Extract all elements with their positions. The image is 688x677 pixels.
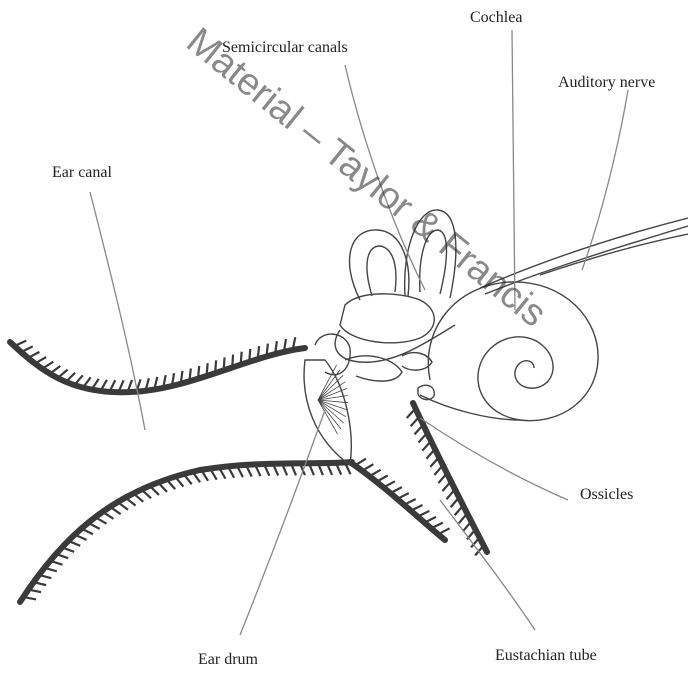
- hatch-mark: [35, 357, 46, 364]
- label-semicircular-canals: Semicircular canals: [222, 40, 348, 56]
- hatch-mark: [81, 529, 93, 535]
- hatch-mark: [266, 344, 267, 357]
- canal-loop-1-inner: [367, 246, 396, 296]
- label-ear-drum: Ear drum: [198, 652, 258, 668]
- ear-drum-line: [318, 375, 343, 400]
- hatch-mark: [198, 366, 199, 379]
- ossicle-stapes: [402, 353, 432, 370]
- hatch-mark: [418, 511, 430, 517]
- hatch-mark: [207, 363, 208, 376]
- hatch-mark: [50, 366, 60, 374]
- ossicle-incus: [345, 356, 402, 381]
- eustachian-tube-inner-wall: [413, 403, 487, 552]
- hatch-mark: [430, 457, 439, 467]
- ear-canal-lower-wall: [20, 462, 352, 602]
- hatch-mark: [404, 499, 416, 505]
- label-ear-canal: Ear canal: [52, 165, 112, 181]
- hatch-mark: [355, 459, 366, 466]
- hatch-mark: [224, 357, 225, 370]
- auditory-nerve-bundle-1: [480, 218, 688, 288]
- hatch-mark: [118, 502, 128, 510]
- eustachian-tube-wall: [350, 462, 445, 540]
- hatch-mark: [459, 513, 467, 523]
- hatch-mark: [75, 535, 87, 540]
- hatch-mark: [463, 521, 471, 531]
- hatch-mark: [438, 528, 450, 534]
- label-auditory-nerve: Auditory nerve: [558, 75, 655, 91]
- hatch-mark: [411, 417, 420, 427]
- canal-loop-3: [340, 294, 434, 343]
- hatch-mark: [455, 505, 463, 515]
- hatch-mark: [369, 470, 380, 476]
- auditory-nerve-bundle-3: [540, 234, 688, 275]
- hatch-mark: [442, 481, 450, 491]
- hatch-mark: [103, 512, 114, 519]
- hatch-mark: [451, 497, 459, 507]
- hatch-mark: [258, 346, 259, 359]
- hatch-mark: [397, 493, 409, 499]
- hatch-mark: [42, 362, 53, 369]
- leader-auditory-nerve: [582, 90, 628, 270]
- hatch-mark: [411, 505, 423, 511]
- label-cochlea: Cochlea: [470, 10, 522, 26]
- hatch-mark: [95, 517, 106, 524]
- hatch-mark: [407, 408, 416, 418]
- hatch-mark: [21, 346, 33, 352]
- hatch-mark: [189, 368, 190, 381]
- leader-lines: [90, 30, 628, 635]
- leader-semicircular-canals: [345, 65, 425, 290]
- hatch-mark: [431, 523, 443, 529]
- hatch-mark: [215, 360, 216, 373]
- hatch-mark: [390, 487, 402, 493]
- hatch-mark: [58, 370, 68, 378]
- hatch-mark: [14, 341, 26, 346]
- label-eustachian-tube: Eustachian tube: [495, 648, 597, 664]
- hatch-mark: [88, 523, 99, 529]
- canal-loop-1: [350, 230, 409, 300]
- hatch-mark: [232, 355, 233, 368]
- hatch-mark: [415, 425, 424, 435]
- hatch-mark: [422, 441, 431, 451]
- label-ossicles: Ossicles: [580, 487, 633, 503]
- hatch-mark: [376, 475, 387, 481]
- hatch-mark: [362, 464, 373, 471]
- hatch-mark: [249, 349, 250, 362]
- leader-eustachian-tube: [440, 500, 535, 630]
- canal-loop-2-inner: [420, 230, 447, 294]
- hatch-mark: [39, 575, 52, 578]
- hatch-mark: [383, 481, 394, 487]
- wall-hatching: [14, 337, 483, 599]
- hatch-mark: [133, 493, 143, 501]
- hatch-mark: [447, 489, 455, 499]
- hatch-mark: [141, 489, 151, 498]
- hatch-mark: [426, 449, 435, 459]
- ear-drum-line: [318, 365, 337, 400]
- hatch-mark: [241, 352, 242, 365]
- cochlea-spiral: [428, 282, 598, 421]
- hatch-mark: [28, 352, 39, 358]
- leader-cochlea: [512, 30, 515, 310]
- hatch-mark: [110, 507, 121, 514]
- hatch-mark: [475, 545, 483, 555]
- hatch-mark: [418, 433, 427, 443]
- hatch-mark: [438, 473, 446, 483]
- ossicle-malleus: [315, 334, 350, 375]
- leader-ear-drum: [240, 410, 325, 635]
- canal-loop-2: [405, 210, 456, 298]
- hatch-mark: [434, 465, 443, 475]
- ear-canal-upper-wall: [10, 342, 305, 392]
- hatch-mark: [424, 517, 436, 523]
- ear-drum-line: [318, 400, 338, 434]
- ear-drum-line: [318, 400, 341, 429]
- hatch-mark: [125, 498, 135, 506]
